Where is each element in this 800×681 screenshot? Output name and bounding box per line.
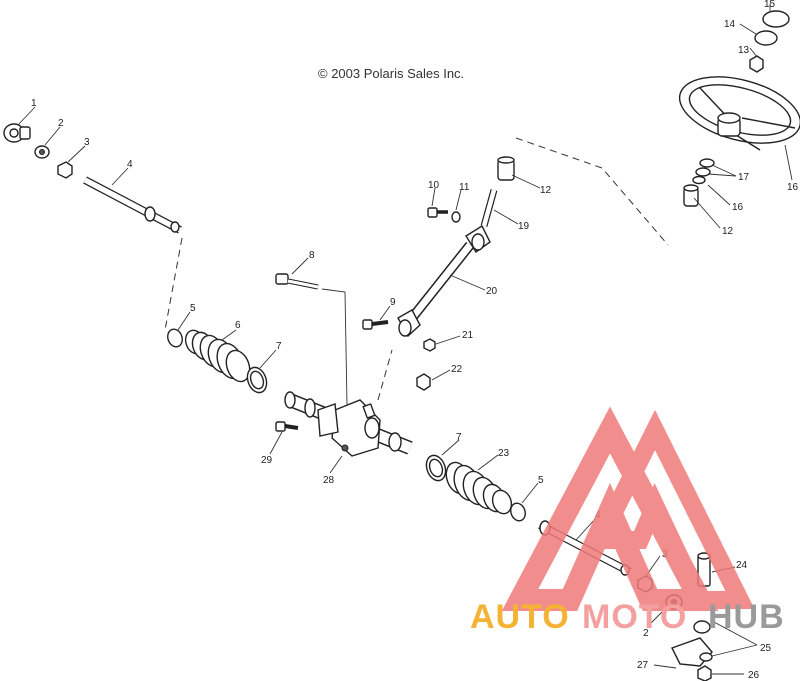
nut-26 [697, 665, 712, 681]
boot-clamp-left [167, 328, 183, 348]
copyright-text: © 2003 Polaris Sales Inc. [318, 66, 464, 81]
watermark-auto: AUTO [470, 598, 570, 636]
tie-rod-end-left [3, 123, 31, 143]
steering-wheel [678, 76, 800, 151]
callout-5-right: 5 [538, 475, 544, 486]
watermark-hub: HUB [708, 598, 785, 636]
callout-23: 23 [498, 448, 510, 459]
callout-25: 25 [760, 643, 772, 654]
callout-5: 5 [190, 303, 196, 314]
callout-29: 29 [261, 455, 273, 466]
nut-11 [451, 211, 461, 223]
alignment-line-column [515, 137, 669, 246]
bolt-10 [427, 207, 448, 218]
alignment-line-center [377, 349, 393, 401]
callout-17: 17 [738, 172, 750, 183]
watermark-wordmark: AUTO MOTO HUB [470, 598, 785, 636]
washers-17 [692, 158, 715, 185]
hex-nut-left [57, 161, 73, 179]
steering-wheel-cap [762, 10, 790, 28]
bushing-12-lower [683, 184, 699, 207]
leader-lines [17, 4, 793, 675]
jam-nut-left [34, 145, 50, 159]
tie-rod-end-right [671, 620, 713, 667]
callout-16-washer: 16 [732, 202, 744, 213]
watermark-logo [501, 406, 755, 611]
callout-14: 14 [724, 19, 736, 30]
callout-10: 10 [428, 180, 440, 191]
cap-insert-14 [754, 30, 778, 46]
callout-7-right: 7 [456, 432, 462, 443]
large-boot-clamp-left [246, 366, 268, 394]
callout-12-lower: 12 [722, 226, 734, 237]
callout-22: 22 [451, 364, 463, 375]
callout-13: 13 [738, 45, 750, 56]
rack-mount-bolt-long [275, 273, 319, 290]
watermark-moto: MOTO [582, 598, 687, 636]
callout-11: 11 [459, 182, 470, 193]
bushing-12-upper [497, 156, 515, 181]
callout-12-upper: 12 [540, 185, 552, 196]
steering-boot-right [445, 461, 513, 515]
nut-21 [423, 338, 436, 352]
steering-boot-left [184, 329, 251, 383]
rack-mount-bolt-short [275, 421, 299, 432]
callout-19: 19 [518, 221, 530, 232]
callout-24: 24 [736, 560, 748, 571]
boot-clamp-right [510, 502, 526, 522]
intermediate-steering-shaft [397, 189, 498, 338]
callout-28: 28 [323, 475, 335, 486]
wheel-nut-13 [749, 55, 764, 73]
callout-27: 27 [637, 660, 649, 671]
pinch-bolt-9 [362, 319, 389, 330]
watermark-triangle-right [585, 409, 755, 609]
callout-3: 3 [84, 137, 90, 148]
callout-4: 4 [127, 159, 133, 170]
callout-1: 1 [31, 98, 37, 109]
leader-bolt-8 [321, 288, 348, 406]
callout-9: 9 [390, 297, 396, 308]
inner-tie-rod-left [83, 176, 182, 234]
nut-22 [416, 373, 431, 391]
callout-2: 2 [58, 118, 64, 129]
callout-2-right: 2 [643, 628, 649, 639]
alignment-line-left [164, 237, 183, 331]
steering-rack-housing [284, 391, 413, 457]
callout-8: 8 [309, 250, 315, 261]
callout-20: 20 [486, 286, 498, 297]
callout-numbers: 1 2 3 4 5 6 7 8 9 10 11 12 12 13 14 15 1… [31, 0, 799, 681]
callout-7: 7 [276, 341, 282, 352]
callout-26: 26 [748, 670, 760, 681]
large-boot-clamp-right [425, 454, 447, 482]
callout-6: 6 [235, 320, 241, 331]
callout-21: 21 [462, 330, 474, 341]
callout-16-wheel: 16 [787, 182, 799, 193]
callout-15: 15 [764, 0, 776, 10]
